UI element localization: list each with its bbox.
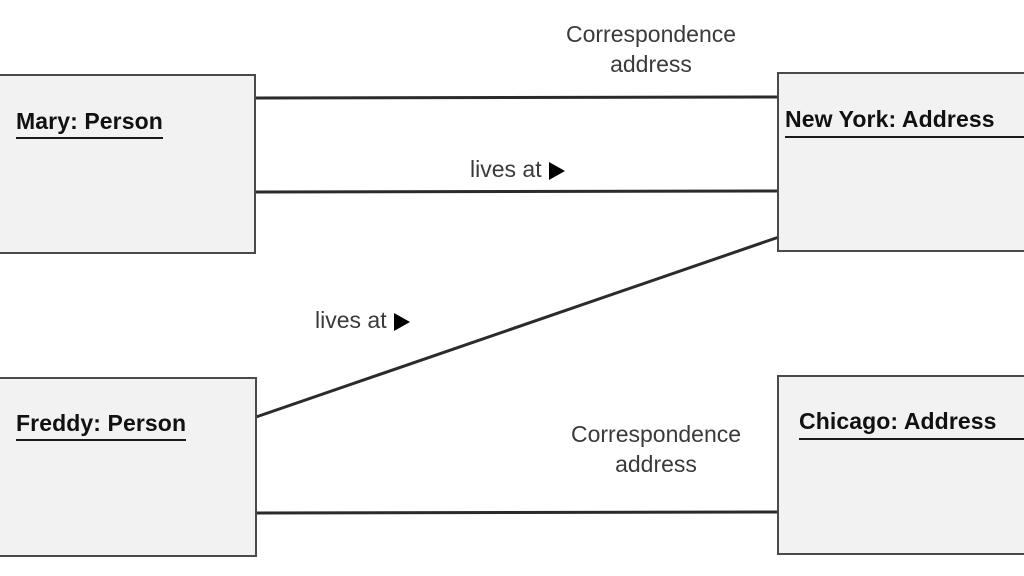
link-label-line1: Correspondence: [570, 421, 742, 447]
triangle-right-icon: [393, 313, 410, 331]
association-line-mary-lives-at[interactable]: [254, 189, 780, 194]
object-box-chicago[interactable]: Chicago: Address: [777, 375, 1024, 555]
object-box-freddy[interactable]: Freddy: Person: [0, 377, 257, 557]
object-box-new-york[interactable]: New York: Address: [777, 72, 1024, 252]
link-label-freddy-correspondence[interactable]: Correspondence address: [533, 420, 779, 480]
object-title-chicago: Chicago: Address: [799, 408, 1024, 440]
association-line-freddy-correspondence[interactable]: [255, 510, 780, 515]
link-label-mary-lives-at[interactable]: lives at: [470, 155, 565, 185]
link-label-line1: Correspondence: [565, 21, 737, 47]
object-title-mary: Mary: Person: [16, 108, 254, 139]
link-label-mary-correspondence[interactable]: Correspondence address: [528, 20, 774, 80]
link-label-text: lives at: [315, 307, 387, 333]
association-line-mary-correspondence[interactable]: [254, 95, 780, 100]
object-title-freddy: Freddy: Person: [16, 410, 255, 441]
link-label-line2: address: [615, 450, 697, 477]
link-label-line2: address: [610, 50, 692, 77]
link-label-text: lives at: [470, 156, 542, 182]
triangle-right-icon: [548, 162, 565, 180]
link-label-freddy-lives-at[interactable]: lives at: [315, 306, 410, 336]
object-box-mary[interactable]: Mary: Person: [0, 74, 256, 254]
object-title-new-york: New York: Address: [785, 106, 1024, 138]
